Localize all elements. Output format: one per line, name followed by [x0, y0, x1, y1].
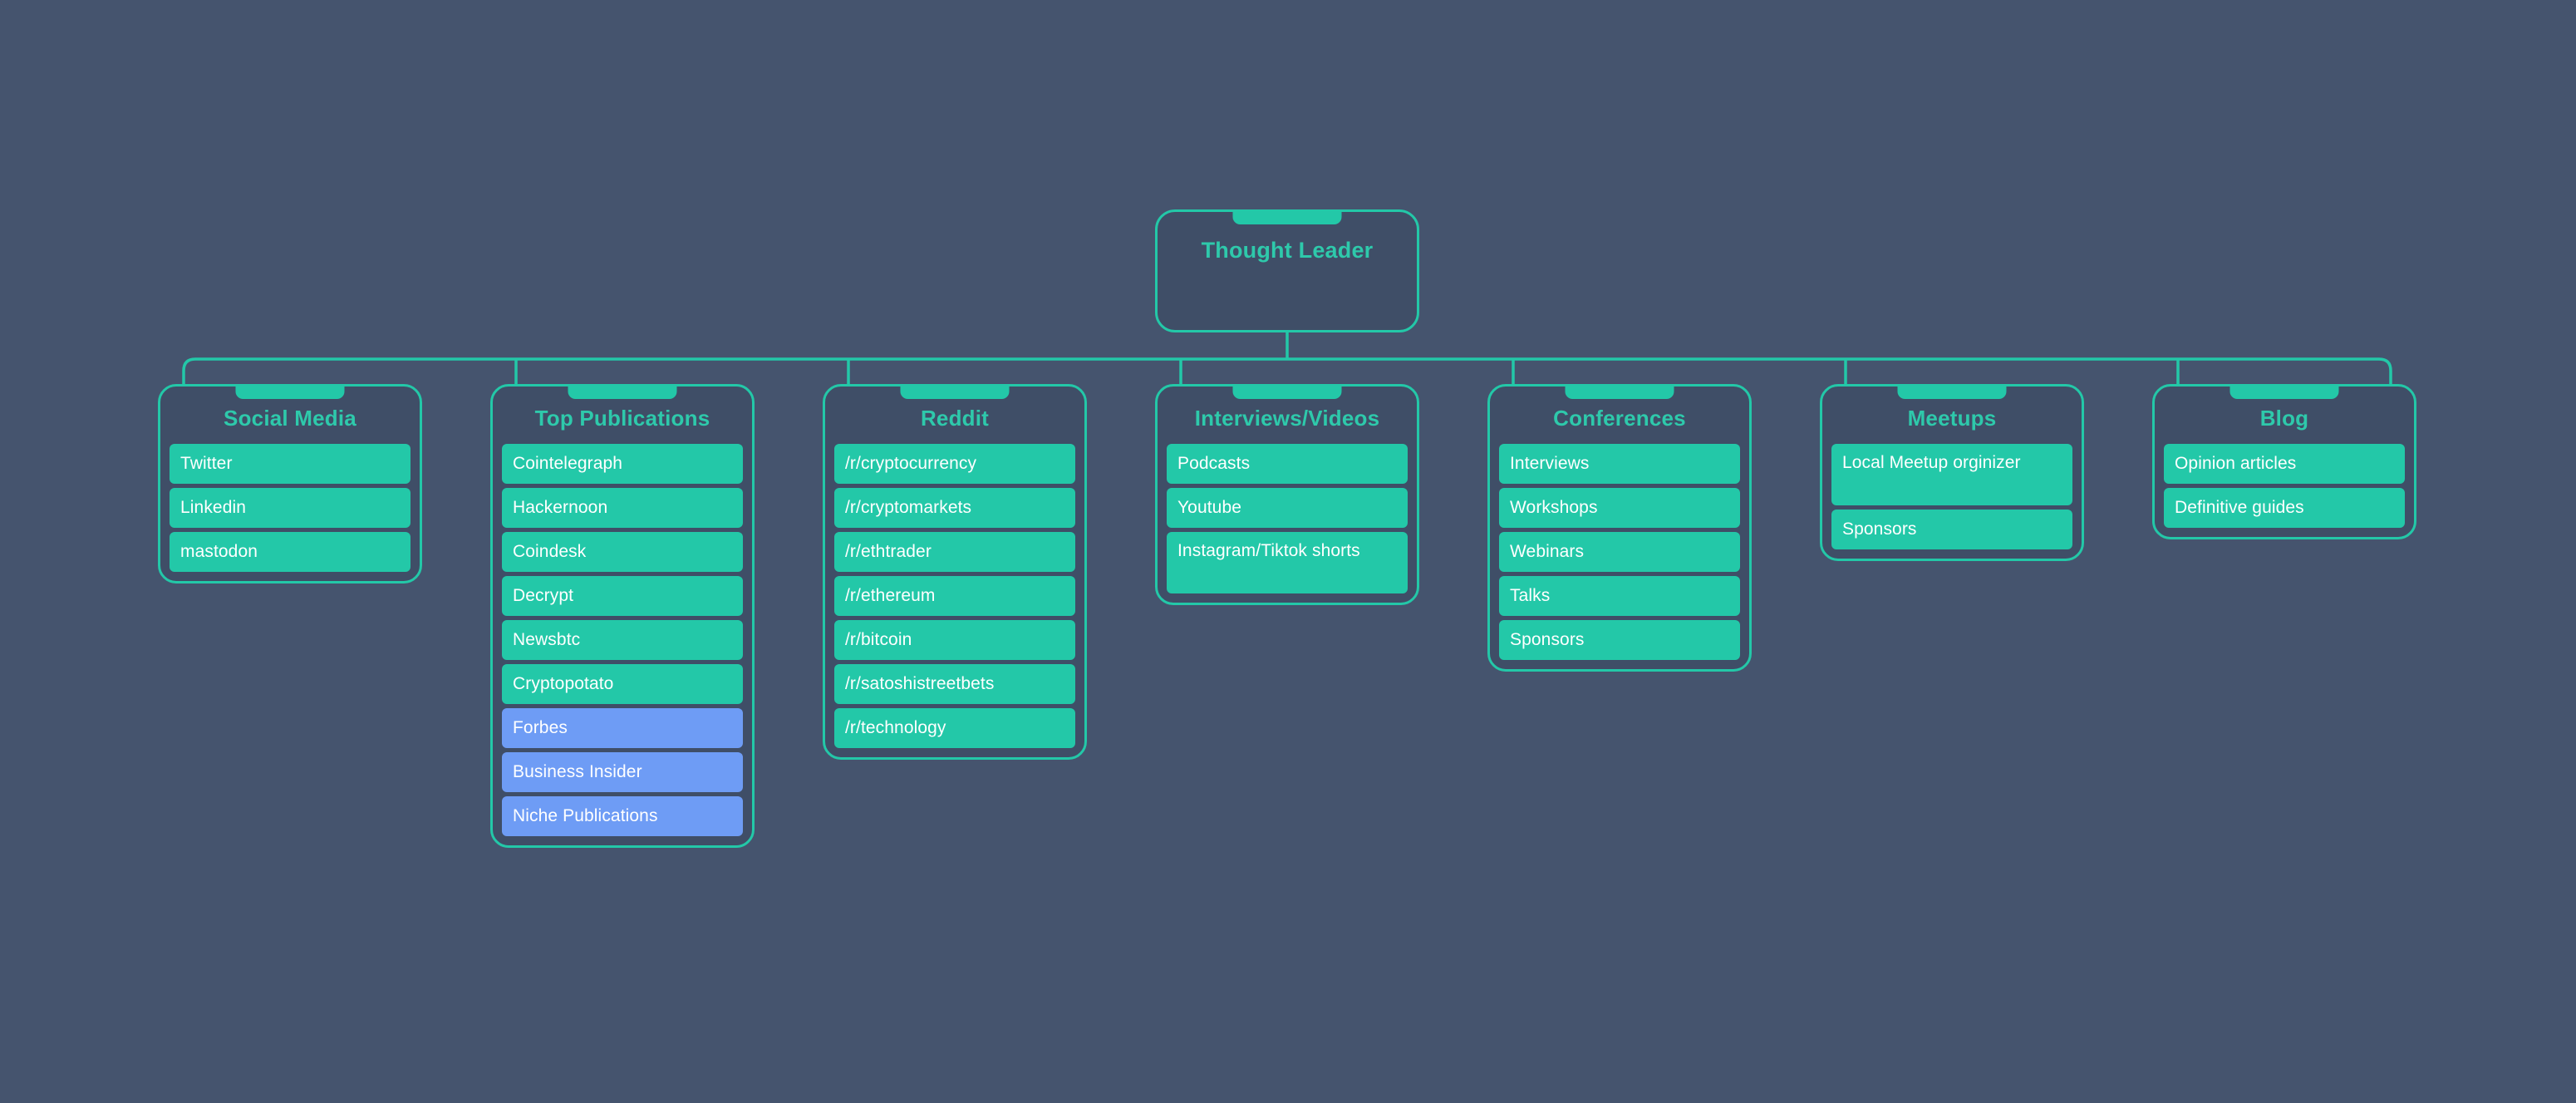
branch-card-reddit[interactable]: Reddit /r/cryptocurrency /r/cryptomarket…: [823, 384, 1087, 760]
list-item[interactable]: Instagram/Tiktok shorts: [1167, 531, 1408, 593]
list-item-label: Business Insider: [513, 761, 642, 781]
list-item-label: Cointelegraph: [513, 453, 623, 473]
root-node[interactable]: Thought Leader: [1155, 209, 1419, 332]
list-item-label: Decrypt: [513, 585, 574, 605]
list-item[interactable]: /r/bitcoin: [834, 619, 1075, 660]
list-item[interactable]: Cryptopotato: [502, 663, 743, 704]
branch-card-meetups[interactable]: Meetups Local Meetup orginizer Sponsors: [1820, 384, 2084, 561]
list-item-label: Interviews: [1510, 453, 1590, 473]
node-notch-icon: [2229, 387, 2339, 399]
list-item[interactable]: /r/ethereum: [834, 575, 1075, 616]
branch-card-top-publications[interactable]: Top Publications Cointelegraph Hackernoo…: [490, 384, 755, 848]
list-item-label: Talks: [1510, 585, 1551, 605]
node-notch-icon: [900, 387, 1010, 399]
list-item[interactable]: Opinion articles: [2164, 443, 2405, 484]
list-item-label: /r/ethtrader: [845, 541, 932, 561]
list-item[interactable]: Workshops: [1499, 487, 1740, 528]
list-item-label: Webinars: [1510, 541, 1585, 561]
list-item-label: Local Meetup orginizer: [1842, 452, 2021, 472]
branch-title: Social Media: [224, 406, 356, 431]
list-item[interactable]: Decrypt: [502, 575, 743, 616]
list-item-label: Sponsors: [1842, 519, 1917, 539]
list-item[interactable]: Cointelegraph: [502, 443, 743, 484]
list-item-label: /r/satoshistreetbets: [845, 673, 995, 693]
list-item-label: Youtube: [1177, 497, 1242, 517]
branch-card-conferences[interactable]: Conferences Interviews Workshops Webinar…: [1487, 384, 1752, 672]
branch-item-list: Interviews Workshops Webinars Talks Spon…: [1499, 443, 1740, 660]
node-notch-icon: [1565, 387, 1674, 399]
list-item-label: Hackernoon: [513, 497, 608, 517]
list-item[interactable]: Coindesk: [502, 531, 743, 572]
list-item-label: Twitter: [180, 453, 233, 473]
list-item[interactable]: Interviews: [1499, 443, 1740, 484]
list-item[interactable]: Podcasts: [1167, 443, 1408, 484]
list-item[interactable]: /r/cryptocurrency: [834, 443, 1075, 484]
branch-title: Conferences: [1553, 406, 1686, 431]
branch-card-interviews-videos[interactable]: Interviews/Videos Podcasts Youtube Insta…: [1155, 384, 1419, 605]
branch-card-social-media[interactable]: Social Media Twitter Linkedin mastodon: [158, 384, 422, 584]
branch-item-list: /r/cryptocurrency /r/cryptomarkets /r/et…: [834, 443, 1075, 748]
list-item[interactable]: /r/satoshistreetbets: [834, 663, 1075, 704]
list-item[interactable]: mastodon: [170, 531, 410, 572]
list-item-label: Opinion articles: [2175, 453, 2297, 473]
list-item[interactable]: Webinars: [1499, 531, 1740, 572]
list-item-label: Definitive guides: [2175, 497, 2304, 517]
branch-title: Interviews/Videos: [1194, 406, 1380, 431]
branch-card-blog[interactable]: Blog Opinion articles Definitive guides: [2152, 384, 2416, 539]
list-item[interactable]: Talks: [1499, 575, 1740, 616]
list-item-label: Niche Publications: [513, 805, 658, 825]
list-item[interactable]: Definitive guides: [2164, 487, 2405, 528]
branch-item-list: Opinion articles Definitive guides: [2164, 443, 2405, 528]
list-item[interactable]: Newsbtc: [502, 619, 743, 660]
list-item[interactable]: /r/technology: [834, 707, 1075, 748]
list-item-label: /r/technology: [845, 717, 946, 737]
list-item-label: /r/ethereum: [845, 585, 936, 605]
list-item[interactable]: Local Meetup orginizer: [1831, 443, 2072, 505]
branch-item-list: Podcasts Youtube Instagram/Tiktok shorts: [1167, 443, 1408, 593]
node-notch-icon: [1897, 387, 2007, 399]
list-item[interactable]: Forbes: [502, 707, 743, 748]
list-item[interactable]: Linkedin: [170, 487, 410, 528]
list-item-label: Sponsors: [1510, 629, 1585, 649]
list-item[interactable]: /r/ethtrader: [834, 531, 1075, 572]
node-notch-icon: [235, 387, 345, 399]
list-item[interactable]: Niche Publications: [502, 795, 743, 836]
list-item-label: /r/bitcoin: [845, 629, 912, 649]
list-item[interactable]: Hackernoon: [502, 487, 743, 528]
list-item[interactable]: Sponsors: [1499, 619, 1740, 660]
list-item-label: Linkedin: [180, 497, 247, 517]
branch-title: Top Publications: [534, 406, 710, 431]
list-item[interactable]: Business Insider: [502, 751, 743, 792]
list-item[interactable]: Twitter: [170, 443, 410, 484]
list-item-label: /r/cryptomarkets: [845, 497, 972, 517]
list-item-label: Forbes: [513, 717, 568, 737]
list-item-label: /r/cryptocurrency: [845, 453, 977, 473]
branch-title: Blog: [2259, 406, 2309, 431]
branch-item-list: Cointelegraph Hackernoon Coindesk Decryp…: [502, 443, 743, 836]
node-notch-icon: [568, 387, 677, 399]
trunk-line: [182, 357, 2392, 384]
branch-item-list: Local Meetup orginizer Sponsors: [1831, 443, 2072, 549]
branch-title: Reddit: [920, 406, 990, 431]
list-item-label: mastodon: [180, 541, 258, 561]
list-item-label: Coindesk: [513, 541, 587, 561]
branch-item-list: Twitter Linkedin mastodon: [170, 443, 410, 572]
list-item-label: Newsbtc: [513, 629, 581, 649]
list-item-label: Workshops: [1510, 497, 1598, 517]
list-item[interactable]: Sponsors: [1831, 509, 2072, 549]
root-node-label: Thought Leader: [1201, 238, 1374, 263]
node-notch-icon: [1232, 387, 1342, 399]
node-notch-icon: [1232, 212, 1342, 224]
list-item-label: Cryptopotato: [513, 673, 614, 693]
list-item[interactable]: Youtube: [1167, 487, 1408, 528]
list-item-label: Instagram/Tiktok shorts: [1177, 540, 1360, 560]
list-item-label: Podcasts: [1177, 453, 1251, 473]
list-item[interactable]: /r/cryptomarkets: [834, 487, 1075, 528]
branch-title: Meetups: [1907, 406, 1997, 431]
